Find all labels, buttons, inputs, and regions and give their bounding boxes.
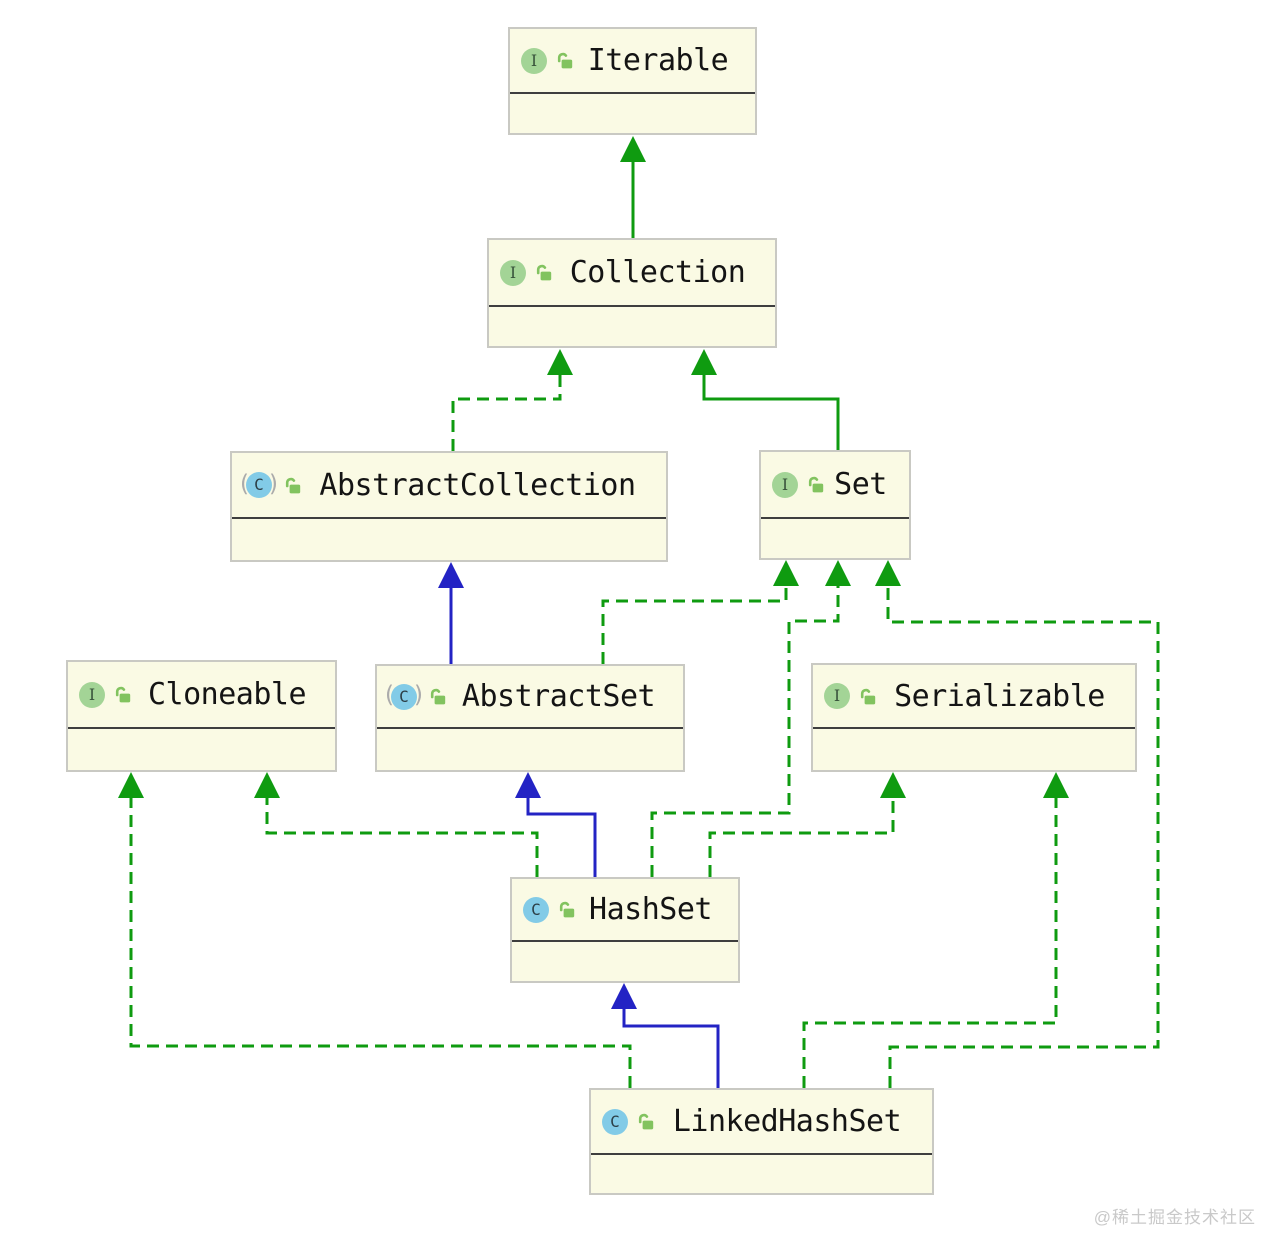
- node-title-row: I Serializable: [813, 665, 1135, 727]
- class-node-set[interactable]: I Set: [759, 450, 911, 560]
- class-node-iterable[interactable]: I Iterable: [508, 27, 757, 135]
- node-title-row: I Collection: [489, 240, 775, 305]
- edge-abstract-collection-collection-implements: [451, 349, 573, 451]
- arrowhead: [1043, 772, 1069, 798]
- interface-icon: I: [521, 47, 547, 74]
- class-name: LinkedHashSet: [672, 1104, 902, 1139]
- arrowhead: [611, 983, 637, 1009]
- class-name: Collection: [569, 255, 746, 290]
- node-title-row: C LinkedHashSet: [591, 1090, 932, 1153]
- members-divider: [512, 940, 738, 942]
- edge-linkedhashset-set-implements: [875, 560, 1160, 1088]
- class-node-collection[interactable]: I Collection: [487, 238, 777, 348]
- members-divider: [813, 727, 1135, 729]
- edge-hashset-cloneable-implements: [254, 772, 539, 877]
- edge-linkedhashset-hashset-extends: [611, 983, 720, 1088]
- public-lock-icon: [556, 899, 577, 920]
- members-divider: [68, 727, 335, 729]
- arrowhead: [875, 560, 901, 586]
- class-icon: C: [523, 896, 549, 923]
- class-name: AbstractCollection: [319, 467, 636, 503]
- public-lock-icon: [554, 50, 575, 71]
- edge-linkedhashset-serializable-implements: [802, 772, 1069, 1088]
- node-title-row: I Set: [761, 452, 909, 517]
- edge-collection-iterable-extends: [620, 136, 646, 238]
- members-divider: [510, 92, 755, 94]
- class-node-linkedhashset[interactable]: C LinkedHashSet: [589, 1088, 934, 1195]
- public-lock-icon: [427, 686, 448, 707]
- edge-abstract-set-abstract-collection-extends: [438, 562, 464, 664]
- class-name: HashSet: [589, 892, 712, 927]
- public-lock-icon: [533, 262, 554, 283]
- public-lock-icon: [282, 475, 303, 496]
- class-name: Set: [834, 467, 887, 502]
- arrowhead: [620, 136, 646, 162]
- members-divider: [377, 727, 683, 729]
- edge-hashset-set-implements: [650, 560, 851, 877]
- public-lock-icon: [857, 686, 878, 707]
- class-icon: C: [602, 1108, 628, 1135]
- class-name: Serializable: [894, 678, 1105, 714]
- arrowhead: [118, 772, 144, 798]
- public-lock-icon: [805, 474, 826, 495]
- public-lock-icon: [112, 684, 133, 705]
- interface-icon: I: [824, 683, 850, 709]
- watermark: @稀土掘金技术社区: [1093, 1208, 1256, 1227]
- class-node-abstract-set[interactable]: (C) AbstractSet: [375, 664, 685, 772]
- arrowhead: [880, 772, 906, 798]
- edge-hashset-abstract-set-extends: [515, 772, 597, 877]
- abstract-class-icon: (C): [385, 682, 423, 710]
- arrowhead: [515, 772, 541, 798]
- members-divider: [489, 305, 775, 307]
- arrowhead: [547, 349, 573, 375]
- node-title-row: (C) AbstractCollection: [232, 453, 666, 517]
- edge-hashset-serializable-implements: [708, 772, 906, 877]
- arrowhead: [773, 560, 799, 586]
- class-node-serializable[interactable]: I Serializable: [811, 663, 1137, 772]
- class-name: Cloneable: [147, 677, 307, 712]
- class-node-cloneable[interactable]: I Cloneable: [66, 660, 337, 772]
- arrowhead: [254, 772, 280, 798]
- arrowhead: [825, 560, 851, 586]
- interface-icon: I: [79, 681, 105, 708]
- class-name: AbstractSet: [461, 679, 656, 714]
- public-lock-icon: [635, 1111, 656, 1132]
- node-title-row: C HashSet: [512, 879, 738, 940]
- members-divider: [232, 517, 666, 519]
- node-title-row: (C) AbstractSet: [377, 666, 683, 727]
- class-name: Iterable: [587, 43, 729, 78]
- edge-set-collection-extends: [691, 349, 840, 450]
- edge-abstract-set-set-implements: [601, 560, 799, 664]
- node-title-row: I Cloneable: [68, 662, 335, 727]
- members-divider: [591, 1153, 932, 1155]
- interface-icon: I: [500, 259, 526, 286]
- members-divider: [761, 517, 909, 519]
- interface-icon: I: [772, 471, 798, 498]
- arrowhead: [691, 349, 717, 375]
- node-title-row: I Iterable: [510, 29, 755, 92]
- class-node-hashset[interactable]: C HashSet: [510, 877, 740, 983]
- class-node-abstract-collection[interactable]: (C) AbstractCollection: [230, 451, 668, 562]
- arrowhead: [438, 562, 464, 588]
- abstract-class-icon: (C): [240, 470, 278, 498]
- edge-linkedhashset-cloneable-implements: [118, 772, 632, 1088]
